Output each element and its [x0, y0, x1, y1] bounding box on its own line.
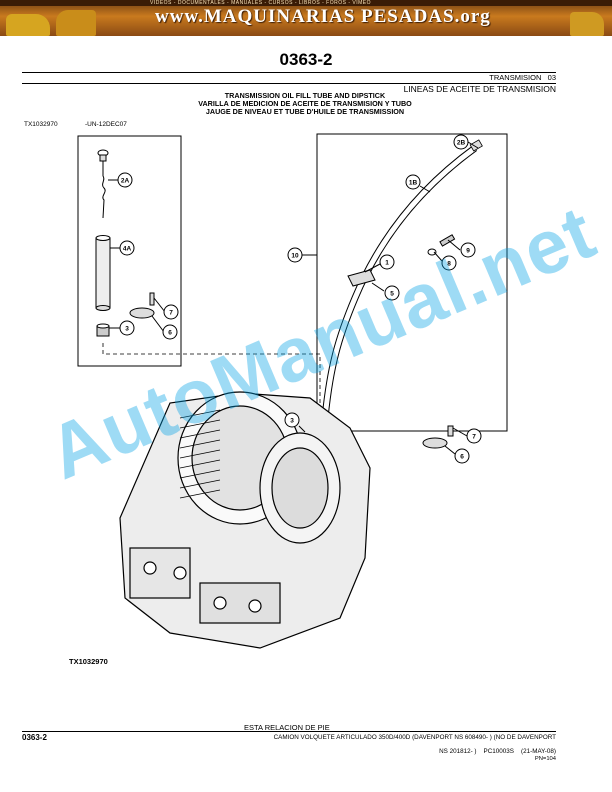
callout-6-left: 6: [151, 315, 178, 340]
svg-text:5: 5: [390, 291, 394, 298]
svg-text:4A: 4A: [123, 246, 132, 253]
machine-graphic: [56, 10, 96, 36]
mounting-bracket: [347, 269, 376, 287]
callout-7-left: 7: [153, 297, 179, 320]
footer-date: (21-MAY-08): [521, 748, 556, 755]
header-divider: [22, 72, 556, 73]
svg-text:3: 3: [290, 418, 294, 425]
footer-note: ESTA RELACION DE PIE: [244, 723, 330, 732]
banner-site-name[interactable]: www.MAQUINARIAS PESADAS.org: [155, 6, 491, 27]
subsection-label: LINEAS DE ACEITE DE TRANSMISION: [403, 84, 556, 94]
machine-graphic: [6, 14, 50, 36]
machine-graphic: [570, 12, 604, 36]
title-es: VARILLA DE MEDICION DE ACEITE DE TRANSMI…: [198, 99, 412, 109]
callout-2a: 2A: [108, 172, 133, 188]
footer-catalog: PC10003S: [483, 748, 514, 755]
banner-strip: [0, 0, 612, 6]
callout-1: 1: [364, 254, 395, 273]
footer-serial: NS 201812- ): [439, 748, 477, 755]
fill-tube-short: [95, 235, 111, 311]
svg-text:1: 1: [385, 260, 389, 267]
callout-2b: 2B: [453, 134, 479, 150]
callout-3-left: 3: [109, 320, 135, 336]
assembly-line: [102, 343, 321, 433]
dipstick: [97, 149, 109, 219]
callout-7-right: 7: [452, 427, 482, 444]
svg-text:6: 6: [460, 454, 464, 461]
bolt: [427, 234, 456, 256]
svg-text:1B: 1B: [409, 180, 418, 187]
callout-6-right: 6: [444, 445, 470, 464]
section-number: 03: [547, 73, 556, 82]
detail-frame-right: [316, 133, 508, 432]
footer-model: CAMION VOLQUETE ARTICULADO 350D/400D (DA…: [273, 734, 556, 741]
callout-9: 9: [447, 239, 476, 258]
banner-tagline: VIDEOS - DOCUMENTALES - MANUALES - CURSO…: [150, 0, 371, 6]
section-name: TRANSMISION: [489, 73, 542, 82]
clamp-lower: [422, 425, 454, 449]
header-divider: [22, 83, 556, 84]
callout-8: 8: [433, 251, 457, 271]
detail-frame-left: [77, 135, 182, 367]
svg-text:10: 10: [291, 253, 299, 260]
clamp: [129, 292, 155, 319]
parts-diagram: 2A 4A 7 6 3 2B 1B 10 1 9 8 5: [77, 133, 508, 649]
section-label: TRANSMISION 03: [489, 73, 556, 82]
figure-id: TX1032970: [24, 121, 58, 128]
svg-text:6: 6: [168, 330, 172, 337]
svg-text:2A: 2A: [121, 178, 130, 185]
callout-1b: 1B: [405, 174, 431, 193]
footer-divider: [22, 731, 556, 732]
site-banner: VIDEOS - DOCUMENTALES - MANUALES - CURSO…: [0, 0, 612, 36]
transmission-housing: [119, 391, 371, 649]
svg-text:7: 7: [472, 434, 476, 441]
footer-serial-line: NS 201812- ) PC10003S (21-MAY-08): [439, 748, 556, 755]
footer-pn: PN=104: [534, 756, 556, 762]
callout-4a: 4A: [110, 240, 135, 256]
tube-cap: [469, 139, 483, 152]
svg-text:8: 8: [447, 261, 451, 268]
svg-text:2B: 2B: [457, 140, 466, 147]
figure-caption: TX1032970: [69, 657, 108, 666]
figure-date-code: -UN-12DEC07: [85, 121, 127, 128]
svg-text:9: 9: [466, 248, 470, 255]
callout-10: 10: [287, 247, 317, 263]
callout-3-right: 3: [284, 412, 306, 433]
title-fr: JAUGE DE NIVEAU ET TUBE D'HUILE DE TRANS…: [205, 107, 405, 117]
title-en: TRANSMISSION OIL FILL TUBE AND DIPSTICK: [224, 91, 386, 100]
svg-text:7: 7: [169, 310, 173, 317]
footer-page-code: 0363-2: [22, 733, 47, 742]
seal: [96, 323, 110, 337]
page-title: 0363-2: [279, 50, 333, 69]
callout-5: 5: [371, 282, 400, 301]
svg-text:3: 3: [125, 326, 129, 333]
figure-titles: TRANSMISSION OIL FILL TUBE AND DIPSTICK …: [120, 91, 490, 117]
